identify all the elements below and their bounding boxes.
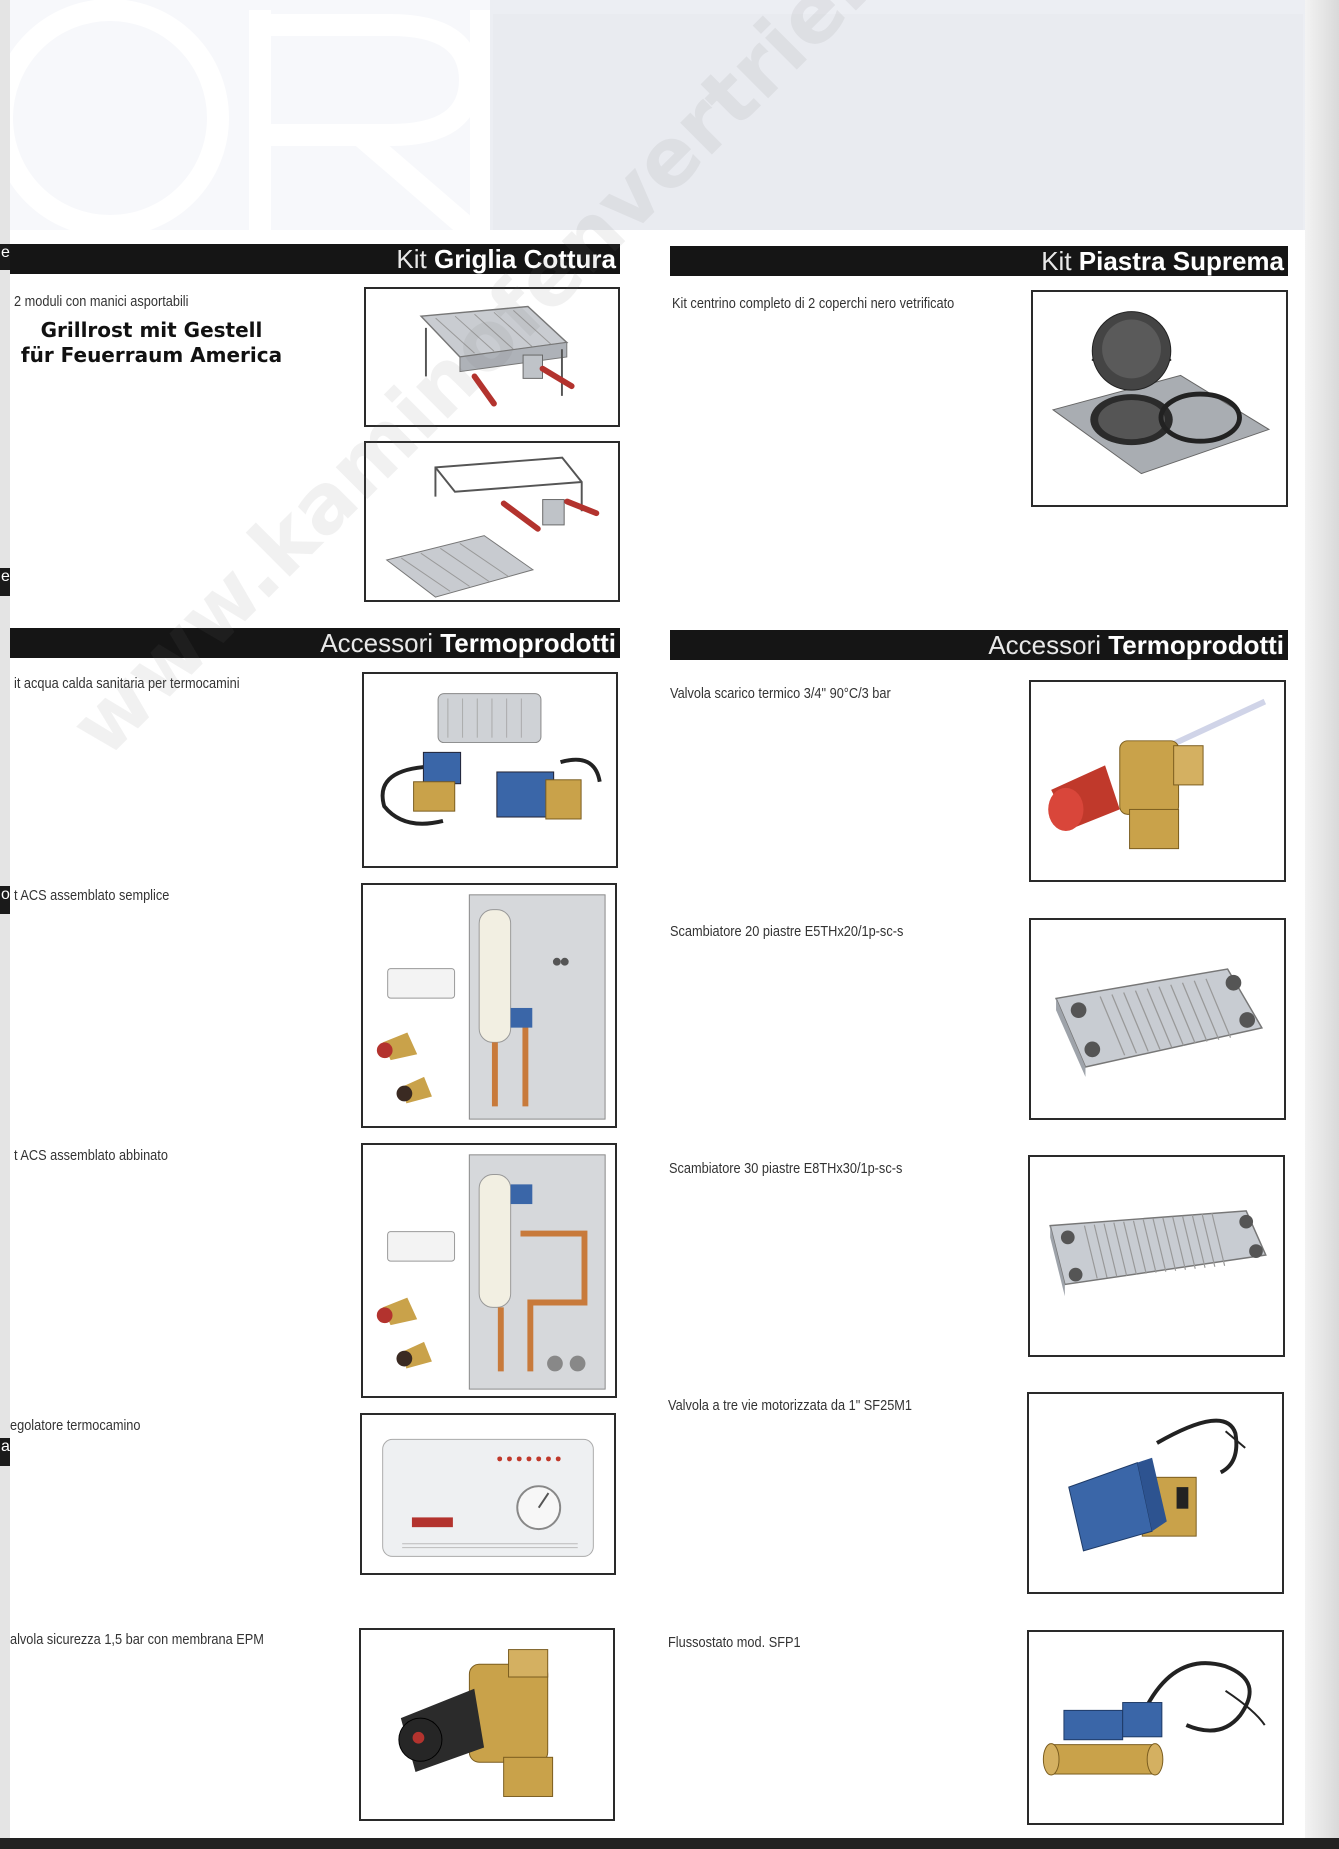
left-tab-marker: o xyxy=(0,886,10,914)
section-prefix: Kit xyxy=(1041,246,1072,276)
page-edge xyxy=(1305,0,1339,1849)
section-heading: Griglia Cottura xyxy=(433,244,616,274)
product-image-acs-combined xyxy=(361,1143,617,1398)
product-image-hot-water-kit xyxy=(362,672,618,868)
left-tab-marker: e xyxy=(0,244,10,270)
section-prefix: Accessori xyxy=(320,628,434,658)
product-label: Scambiatore 30 piastre E8THx30/1p-sc-s xyxy=(669,1161,903,1177)
product-image-safety-valve xyxy=(359,1628,615,1821)
overlay-note: Grillrost mit Gestell für Feuerraum Amer… xyxy=(14,318,289,368)
overlay-note-line: für Feuerraum America xyxy=(20,343,283,367)
section-title-piastra: Kit Piastra Suprema xyxy=(670,246,1288,276)
product-image-thermal-discharge-valve xyxy=(1029,680,1286,882)
product-image-grill-assembled xyxy=(364,287,620,427)
section-title-termo-left: Accessori Termoprodotti xyxy=(10,628,620,658)
product-image-three-way-valve xyxy=(1027,1392,1284,1594)
left-tab-marker: a xyxy=(0,1438,10,1466)
product-label: Kit centrino completo di 2 coperchi nero… xyxy=(672,296,955,312)
section-prefix: Kit xyxy=(396,244,427,274)
bottom-bar xyxy=(0,1838,1339,1849)
section-heading: Termoprodotti xyxy=(1108,630,1284,660)
section-heading: Termoprodotti xyxy=(440,628,616,658)
product-label: t ACS assemblato semplice xyxy=(14,888,170,904)
product-label: Flussostato mod. SFP1 xyxy=(668,1635,801,1651)
product-image-grill-parts xyxy=(364,441,620,602)
section-title-griglia: Kit Griglia Cottura xyxy=(10,244,620,274)
header-banner xyxy=(493,14,1303,230)
section-prefix: Accessori xyxy=(988,630,1102,660)
product-image-exchanger-20 xyxy=(1029,918,1286,1120)
product-label: Scambiatore 20 piastre E5THx20/1p-sc-s xyxy=(670,924,904,940)
product-label: 2 moduli con manici asportabili xyxy=(14,294,189,310)
product-label: t ACS assemblato abbinato xyxy=(14,1148,168,1164)
product-label: Valvola scarico termico 3/4" 90°C/3 bar xyxy=(670,686,891,702)
product-image-regulator xyxy=(360,1413,616,1575)
product-image-hob-plate xyxy=(1031,290,1288,507)
brand-logo-letters xyxy=(0,0,490,239)
product-image-acs-simple xyxy=(361,883,617,1128)
product-label: Valvola a tre vie motorizzata da 1" SF25… xyxy=(668,1398,913,1414)
left-tab-marker: e xyxy=(0,568,10,596)
overlay-note-line: Grillrost mit Gestell xyxy=(40,318,263,342)
page-left-edge xyxy=(0,0,10,1849)
section-heading: Piastra Suprema xyxy=(1078,246,1284,276)
product-label: it acqua calda sanitaria per termocamini xyxy=(14,676,240,692)
product-label: egolatore termocamino xyxy=(10,1418,141,1434)
product-image-exchanger-30 xyxy=(1028,1155,1285,1357)
product-label: alvola sicurezza 1,5 bar con membrana EP… xyxy=(10,1632,264,1648)
product-image-flow-switch xyxy=(1027,1630,1284,1825)
section-title-termo-right: Accessori Termoprodotti xyxy=(670,630,1288,660)
header-logo-area xyxy=(0,0,490,239)
